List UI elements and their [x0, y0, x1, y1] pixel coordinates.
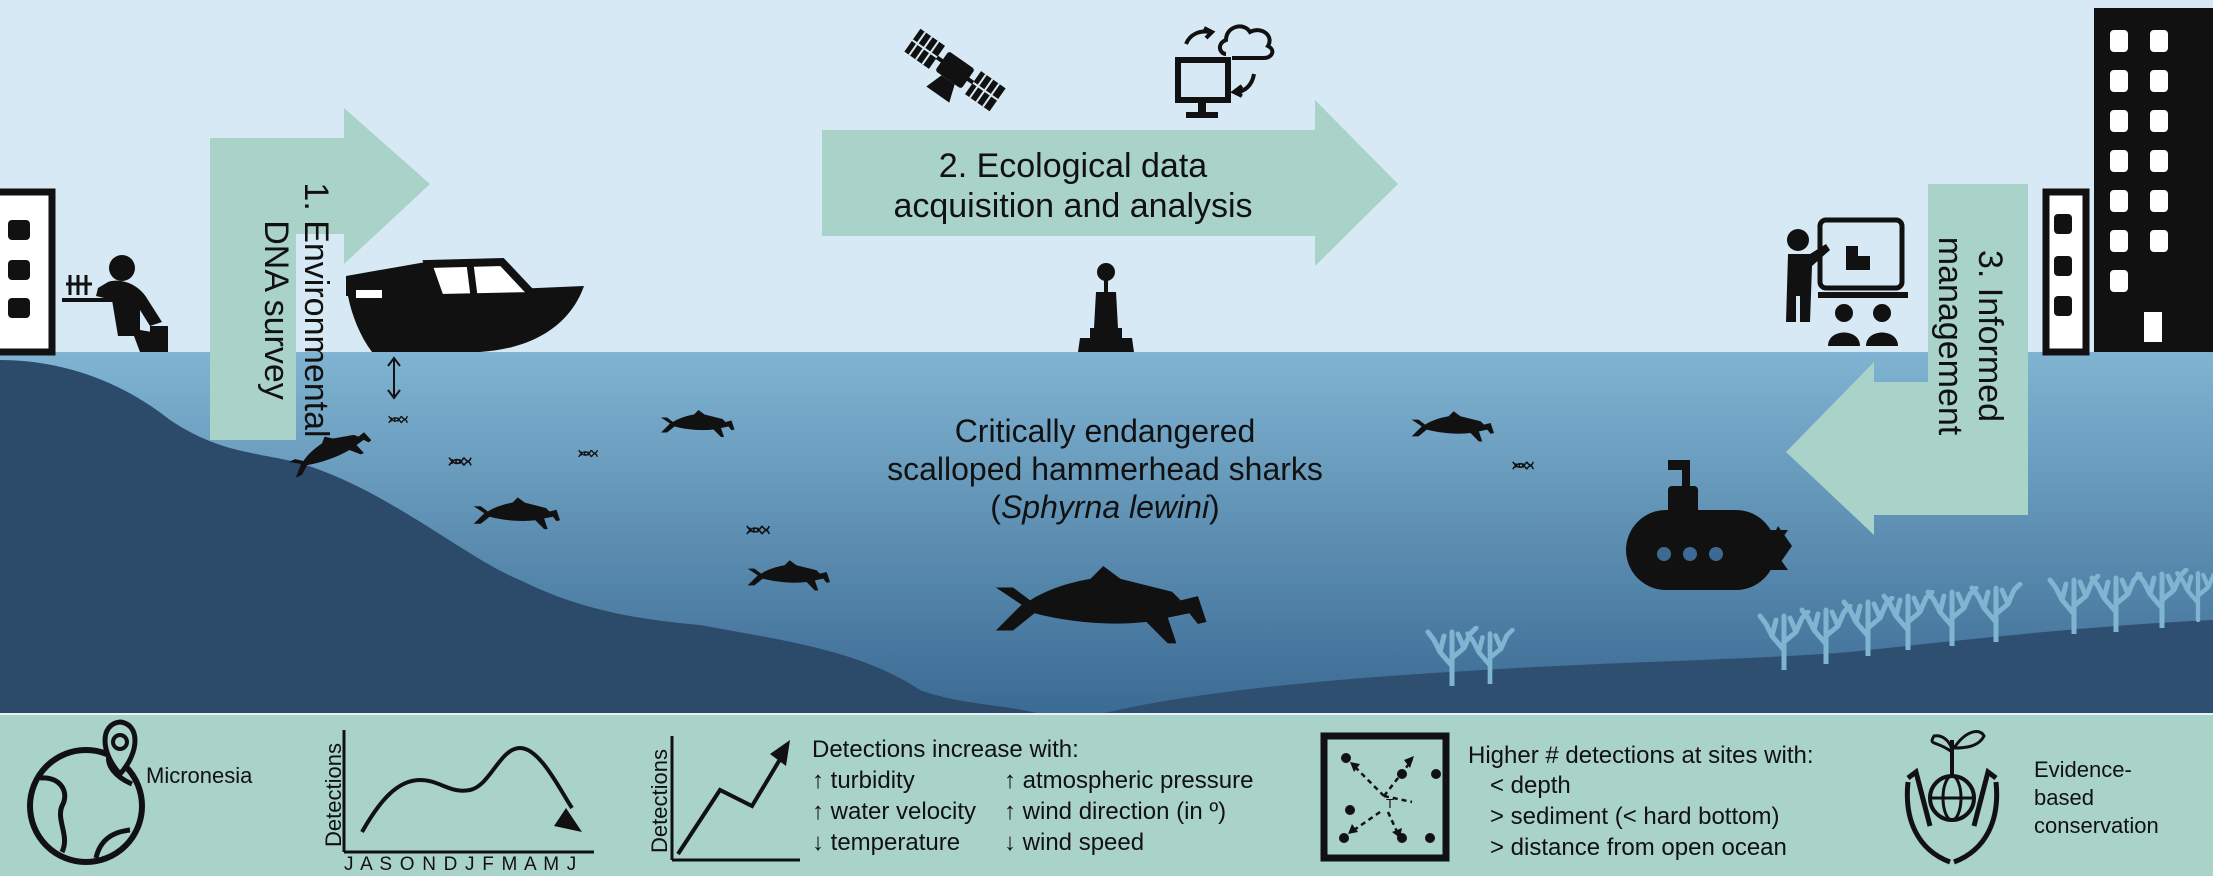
step1-line1: 1. Environmental: [297, 182, 335, 438]
increase-item: ↑ wind direction (in º): [1004, 798, 1227, 825]
seasonal-plot: [342, 730, 594, 854]
increase-right: ↑ atmospheric pressure ↑ wind direction …: [1004, 765, 1253, 858]
seafloor-left: [0, 360, 1040, 714]
bottom-panel: [0, 714, 2213, 876]
step3-line1: 3. Informed: [1971, 250, 2009, 422]
center-caption: Critically endangered scalloped hammerhe…: [830, 412, 1380, 526]
increase-item: ↓ temperature: [812, 829, 961, 856]
species-line: (Sphyrna lewini): [990, 489, 1220, 525]
increase-item: ↑ water velocity: [812, 798, 977, 825]
boat-icon: [346, 257, 584, 400]
svg-text:T: T: [1386, 796, 1394, 811]
building-left-icon: [0, 188, 56, 356]
increase-item: ↑ turbidity: [812, 767, 915, 794]
conservation-label: Evidence- based conservation: [2034, 756, 2159, 840]
building-icon: [2042, 8, 2213, 356]
satellite-icon: [904, 28, 1006, 112]
increase-left: ↑ turbidity ↑ water velocity ↓ temperatu…: [812, 765, 976, 858]
center-line1: Critically endangered: [954, 413, 1256, 449]
center-line2: scalloped hammerhead sharks: [887, 451, 1323, 487]
presentation-icon: [1786, 217, 1908, 346]
trend-plot: [670, 736, 800, 862]
months-label: J A S O N D J F M A M J: [344, 854, 578, 875]
step2-line1: 2. Ecological data: [938, 147, 1208, 185]
conservation-line: conservation: [2034, 813, 2159, 838]
hands-globe-icon: [1904, 730, 2000, 865]
increase-item: ↑ atmospheric pressure: [1004, 767, 1254, 794]
sites-item: > distance from open ocean: [1490, 834, 1787, 861]
submarine-icon: [1626, 460, 1792, 590]
sites-title: Higher # detections at sites with:: [1468, 742, 1814, 769]
conservation-line: based: [2034, 785, 2094, 810]
location-label: Micronesia: [146, 763, 253, 788]
scatter-icon: T: [1320, 732, 1450, 862]
globe-pin-icon: [27, 719, 145, 865]
cloud-computer-icon: [1175, 24, 1275, 118]
increase-item: ↓ wind speed: [1004, 829, 1145, 856]
buoy-icon: [1078, 263, 1134, 352]
arrow-step1: [210, 108, 430, 440]
scientist-icon: [62, 255, 168, 352]
sites-list: < depth > sediment (< hard bottom) > dis…: [1490, 770, 1787, 863]
step1-line2: DNA survey: [257, 220, 295, 400]
seasonal-ylabel: Detections: [321, 743, 346, 847]
species-name: Sphyrna lewini: [1000, 489, 1210, 525]
step3-label: 3. Informed management: [1930, 176, 2010, 496]
sites-item: > sediment (< hard bottom): [1490, 803, 1780, 830]
sites-item: < depth: [1490, 772, 1571, 799]
step2-label: 2. Ecological data acquisition and analy…: [828, 146, 1318, 226]
arrow-step2: [822, 100, 1398, 266]
step2-line2: acquisition and analysis: [893, 187, 1253, 225]
arrow-step3: [1786, 184, 2028, 535]
seafloor-right: [1100, 620, 2213, 714]
trend-ylabel: Detections: [647, 749, 672, 853]
step3-line2: management: [1931, 236, 1969, 436]
conservation-line: Evidence-: [2034, 757, 2132, 782]
step1-label: 1. Environmental DNA survey: [256, 140, 336, 480]
increase-title: Detections increase with:: [812, 736, 1079, 763]
